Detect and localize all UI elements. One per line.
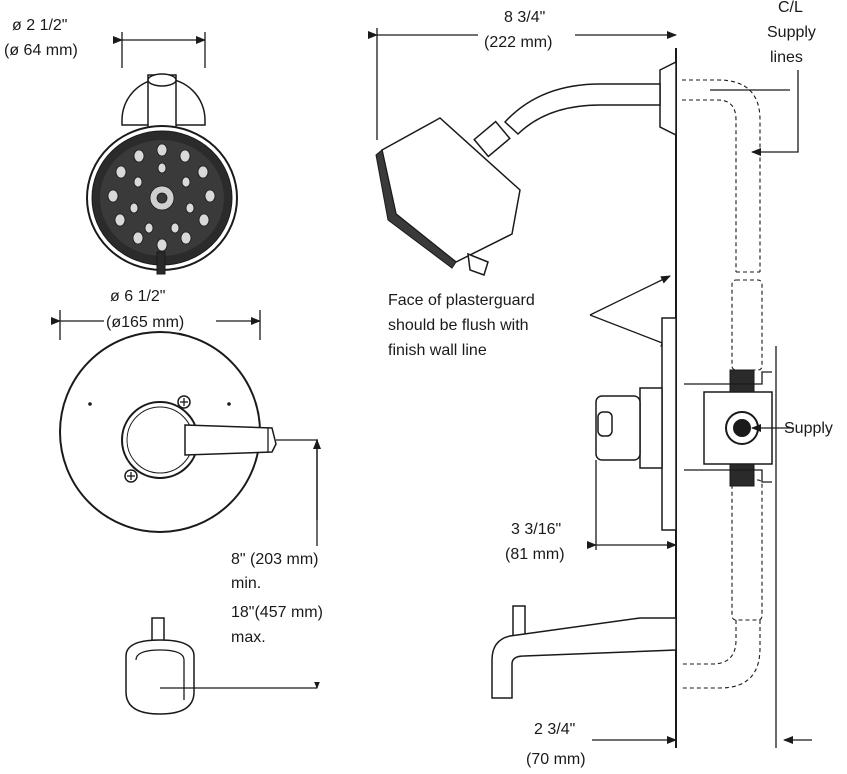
spout-min-label: 8" (203 mm)	[231, 551, 318, 568]
note-line-2: should be flush with	[388, 317, 529, 334]
valve-supply-label: Supply	[784, 420, 833, 437]
supply-label: Supply	[767, 24, 816, 41]
reach-label: 8 3/4"	[504, 9, 545, 26]
spout-dim-label: 2 3/4"	[534, 721, 575, 738]
spout-max-label: 18"(457 mm)	[231, 604, 323, 621]
reach-dimension: 8 3/4" (222 mm)	[368, 9, 677, 140]
lines-label: lines	[770, 49, 803, 66]
spout-max-word: max.	[231, 629, 266, 646]
valve-dim-mm-label: (81 mm)	[505, 546, 565, 563]
spout-dim-mm-label: (70 mm)	[526, 751, 586, 768]
showerhead-front-view: ø 2 1/2" (ø 64 mm)	[4, 17, 238, 275]
spout-height-dimension: 8" (203 mm) min. 18"(457 mm) max.	[225, 439, 355, 689]
note-line-3: finish wall line	[388, 342, 487, 359]
reach-mm-label: (222 mm)	[484, 34, 552, 51]
plate-diameter-mm-label: (ø165 mm)	[106, 314, 184, 331]
arm-diameter-label: ø 2 1/2"	[12, 17, 67, 34]
cl-label: C/L	[778, 0, 803, 16]
rough-in-piping	[682, 79, 790, 689]
showerhead-side-view	[375, 60, 677, 276]
valve-dim-label: 3 3/16"	[511, 521, 561, 538]
valve-depth-dimension: 3 3/16" (81 mm)	[505, 460, 677, 563]
note-line-1: Face of plasterguard	[388, 292, 535, 309]
tub-spout-front-view	[125, 617, 317, 715]
plasterguard-note: Face of plasterguard should be flush wit…	[388, 275, 671, 359]
valve-side-view: Supply	[595, 317, 833, 748]
arm-diameter-mm-label: (ø 64 mm)	[4, 42, 78, 59]
showerhead-nozzles	[107, 143, 216, 252]
supply-lines-label-group: C/L Supply lines	[751, 0, 816, 156]
spout-min-word: min.	[231, 575, 261, 592]
spout-reach-dimension: 2 3/4" (70 mm)	[526, 721, 812, 768]
tub-spout-side-view	[491, 605, 677, 699]
plate-diameter-label: ø 6 1/2"	[110, 288, 165, 305]
trim-plate-front-view: ø 6 1/2" (ø165 mm)	[51, 288, 318, 533]
